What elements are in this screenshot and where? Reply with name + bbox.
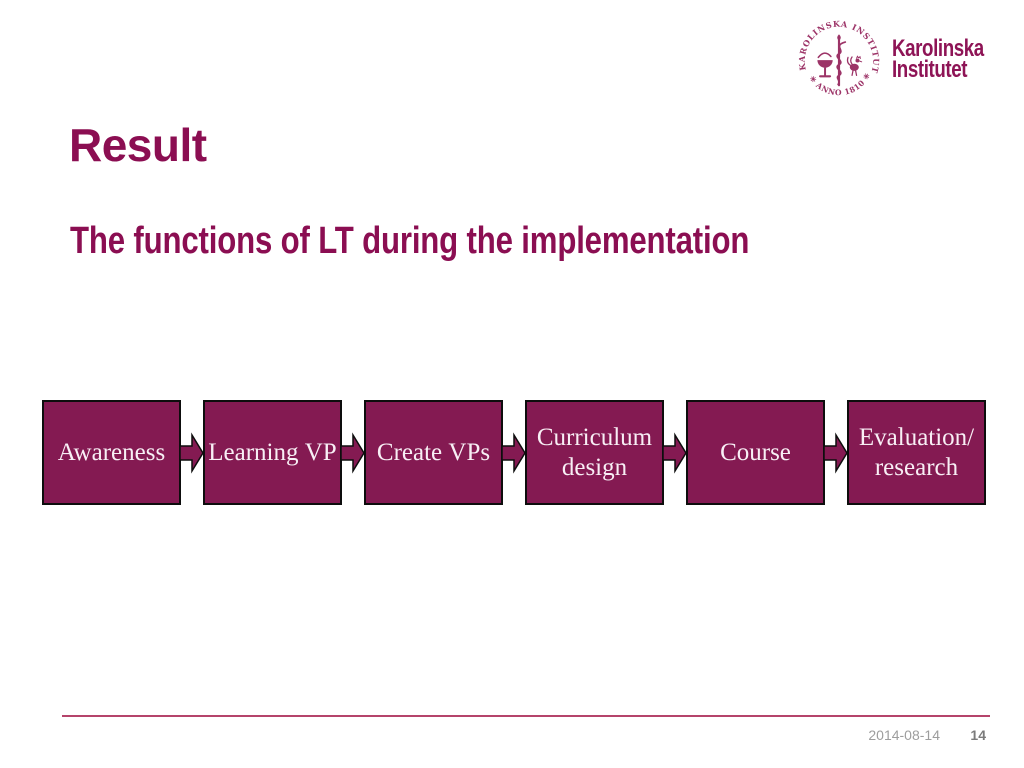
footer-page-number: 14 — [970, 727, 986, 743]
flow-step-label: Awareness — [57, 438, 166, 466]
flow-step-label: Course — [720, 438, 791, 466]
flow-arrow-icon — [180, 431, 204, 474]
flow-step-learning-vp: Learning VP — [203, 400, 342, 505]
flow-step-course: Course — [686, 400, 825, 505]
flow-arrow-icon — [341, 431, 365, 474]
flow-arrow-icon — [502, 431, 526, 474]
ki-wordmark: Karolinska Institutet — [892, 16, 984, 83]
slide-subtitle: The functions of LT during the implement… — [70, 220, 750, 262]
seal-emblem — [817, 34, 863, 87]
ki-logo: KAROLINSKA INSTITUTET ✳ ANNO 1810 ✳ — [794, 16, 1010, 106]
ki-wordmark-line1: Karolinska — [892, 35, 984, 62]
flow-step-awareness: Awareness — [42, 400, 181, 505]
flow-diagram: Awareness Learning VP Create VPs Curricu… — [42, 400, 986, 505]
slide-title: Result — [69, 119, 207, 171]
ki-wordmark-line2: Institutet — [892, 56, 968, 83]
flow-arrow-icon — [824, 431, 848, 474]
footer-divider — [62, 715, 990, 717]
footer-date: 2014-08-14 — [868, 727, 940, 743]
flow-step-label: Learning VP — [208, 438, 337, 466]
flow-arrow-icon — [663, 431, 687, 474]
flow-step-label: Evaluation/ research — [858, 423, 975, 481]
flow-step-create-vps: Create VPs — [364, 400, 503, 505]
ki-seal-icon: KAROLINSKA INSTITUTET ✳ ANNO 1810 ✳ — [794, 16, 880, 97]
flow-step-curriculum-design: Curriculum design — [525, 400, 664, 505]
flow-step-label: Create VPs — [376, 438, 491, 466]
flow-step-label: Curriculum design — [536, 423, 653, 481]
flow-step-evaluation-research: Evaluation/ research — [847, 400, 986, 505]
